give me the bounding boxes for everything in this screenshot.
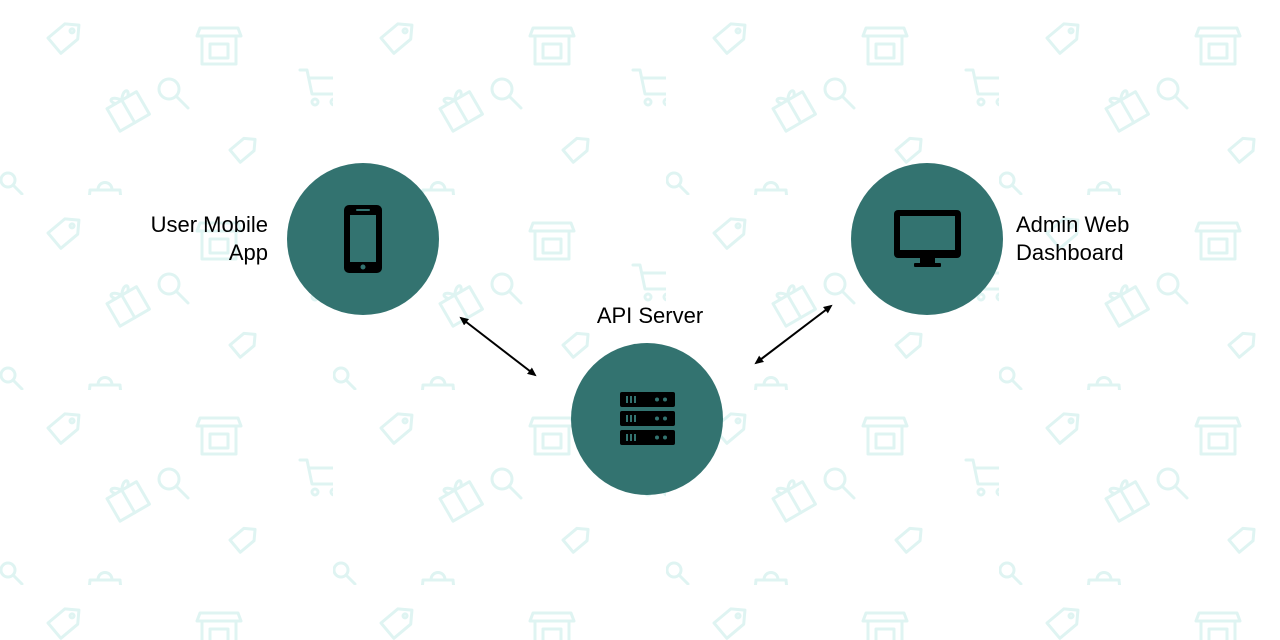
node-user-mobile-app [287,163,439,315]
edge-api-admin [754,304,833,365]
label-line: Dashboard [1016,240,1124,265]
label-line: Admin Web [1016,212,1130,237]
edge-user-app-api [459,316,537,377]
mobile-phone-icon [344,205,382,273]
node-admin-web-dashboard [851,163,1003,315]
desktop-monitor-icon [894,210,961,267]
api-server-label: API Server [596,303,704,328]
user-mobile-app-label: User Mobile App [120,211,268,267]
node-api-server [571,343,723,495]
admin-web-dashboard-label: Admin Web Dashboard [1016,211,1216,267]
label-line: User Mobile [150,212,268,237]
label-line: App [228,240,268,265]
server-rack-icon [620,392,675,445]
